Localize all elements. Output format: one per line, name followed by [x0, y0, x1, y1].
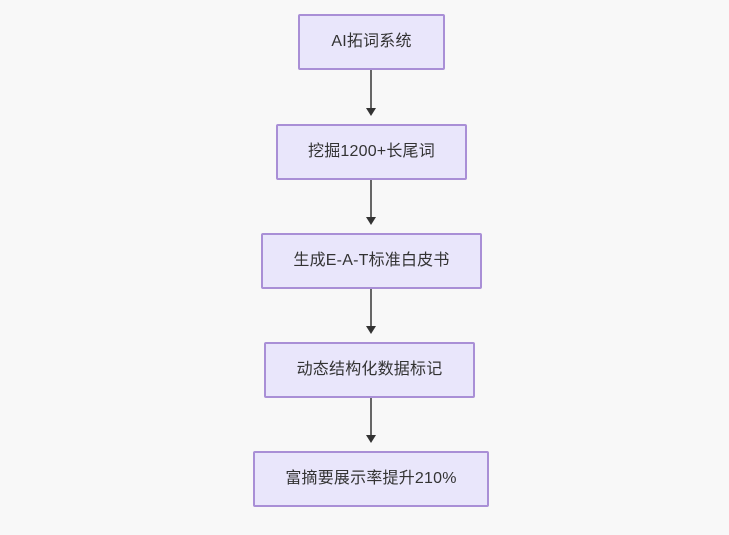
edge-line [370, 180, 372, 217]
flow-node-rich-snippet-rate-increase[interactable]: 富摘要展示率提升210% [253, 451, 489, 507]
arrowhead-icon [366, 217, 376, 225]
flow-node-mine-longtail-keywords[interactable]: 挖掘1200+长尾词 [276, 124, 467, 180]
arrowhead-icon [366, 326, 376, 334]
edge-line [370, 289, 372, 326]
edge-line [370, 398, 372, 435]
flow-node-label: 动态结构化数据标记 [296, 361, 443, 379]
flow-node-label: AI拓词系统 [331, 33, 412, 51]
flow-node-label: 富摘要展示率提升210% [285, 470, 457, 488]
arrowhead-icon [366, 108, 376, 116]
flow-node-dynamic-structured-data-markup[interactable]: 动态结构化数据标记 [264, 342, 475, 398]
edge-line [370, 70, 372, 108]
arrowhead-icon [366, 435, 376, 443]
flow-node-label: 生成E-A-T标准白皮书 [293, 252, 450, 270]
flow-node-ai-keyword-system[interactable]: AI拓词系统 [298, 14, 445, 70]
flow-node-label: 挖掘1200+长尾词 [308, 143, 435, 161]
flow-node-generate-eat-whitepaper[interactable]: 生成E-A-T标准白皮书 [261, 233, 482, 289]
